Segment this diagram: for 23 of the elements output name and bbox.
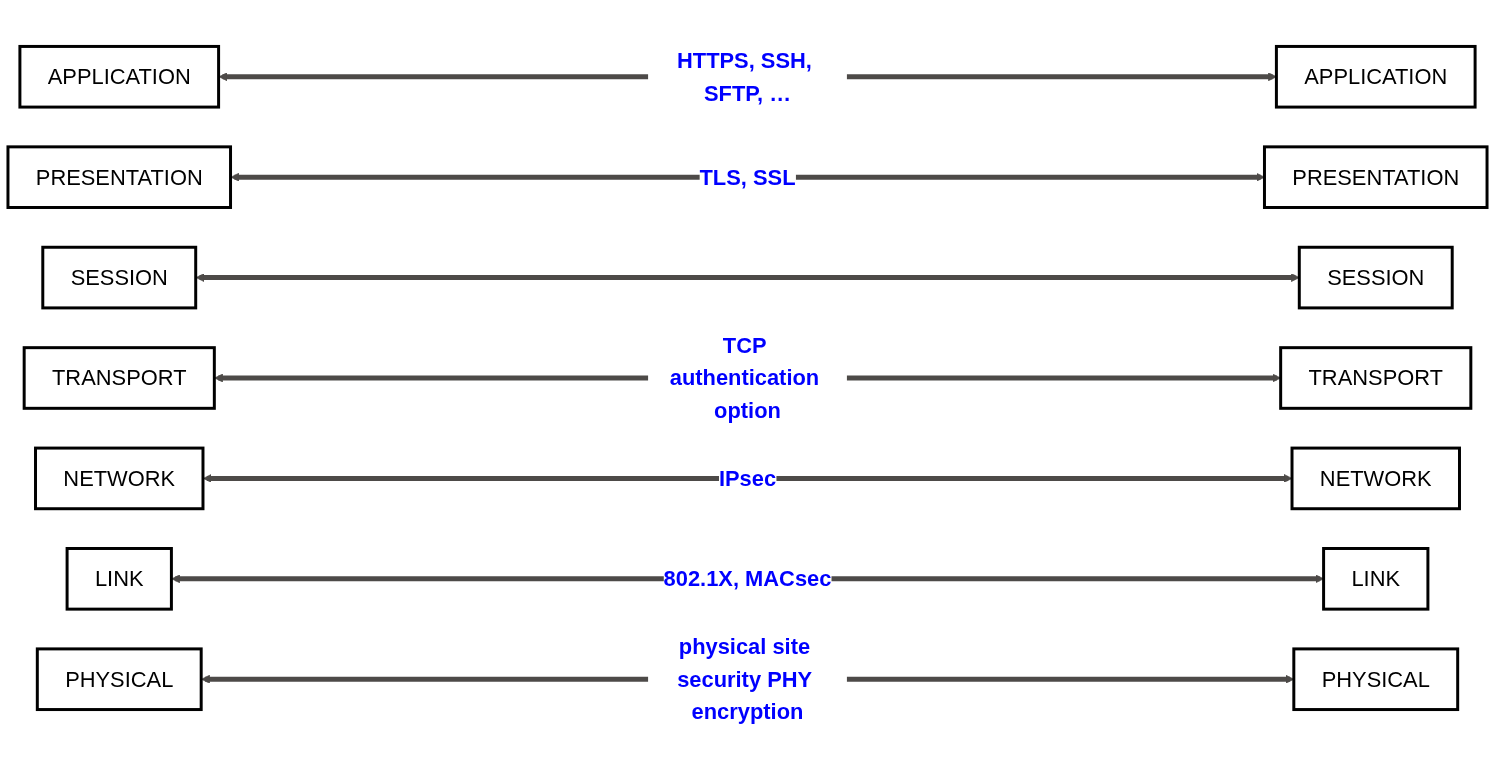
edge-label: TLS, SSL <box>699 165 796 190</box>
arrow <box>195 273 1300 283</box>
arrow <box>230 173 1265 182</box>
node-box: TRANSPORT <box>22 346 216 411</box>
edge-label: physical site security PHY encryption <box>677 634 812 725</box>
node-box: APPLICATION <box>18 45 221 109</box>
node-box: NETWORK <box>1290 446 1461 511</box>
node-box: LINK <box>65 547 173 611</box>
node-box: SESSION <box>41 246 198 310</box>
node-box: PRESENTATION <box>1263 145 1489 210</box>
node-box: NETWORK <box>34 446 205 511</box>
edge-label: HTTPS, SSH, SFTP, … <box>677 48 812 106</box>
node-box: PRESENTATION <box>6 145 232 210</box>
node-box: LINK <box>1322 547 1430 611</box>
arrow <box>203 474 1293 484</box>
node-box: TRANSPORT <box>1279 346 1473 411</box>
node-box: PHYSICAL <box>1292 647 1460 712</box>
edge-label: 802.1X, MACsec <box>663 566 832 592</box>
node-box: SESSION <box>1297 246 1454 310</box>
node-box: APPLICATION <box>1274 45 1477 109</box>
node-box: PHYSICAL <box>35 647 203 712</box>
edge-label: IPsec <box>718 466 777 492</box>
edge-label: TCP authentication option <box>669 333 820 424</box>
